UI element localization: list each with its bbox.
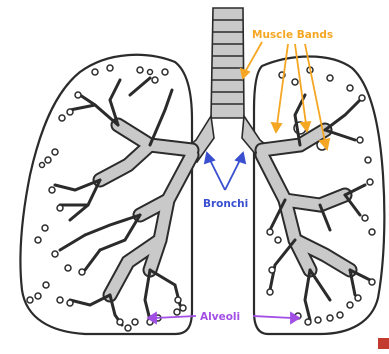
alveoli-annotation: Alveoli	[148, 311, 299, 323]
muscle-bands-label: Muscle Bands	[252, 29, 333, 41]
trachea	[211, 8, 244, 118]
bronchi-label: Bronchi	[203, 198, 248, 210]
alveoli-label: Alveoli	[200, 311, 240, 323]
corner-marker	[378, 338, 389, 349]
bronchi-annotation: Bronchi	[203, 153, 248, 210]
left-bronchial-tree	[55, 78, 192, 325]
